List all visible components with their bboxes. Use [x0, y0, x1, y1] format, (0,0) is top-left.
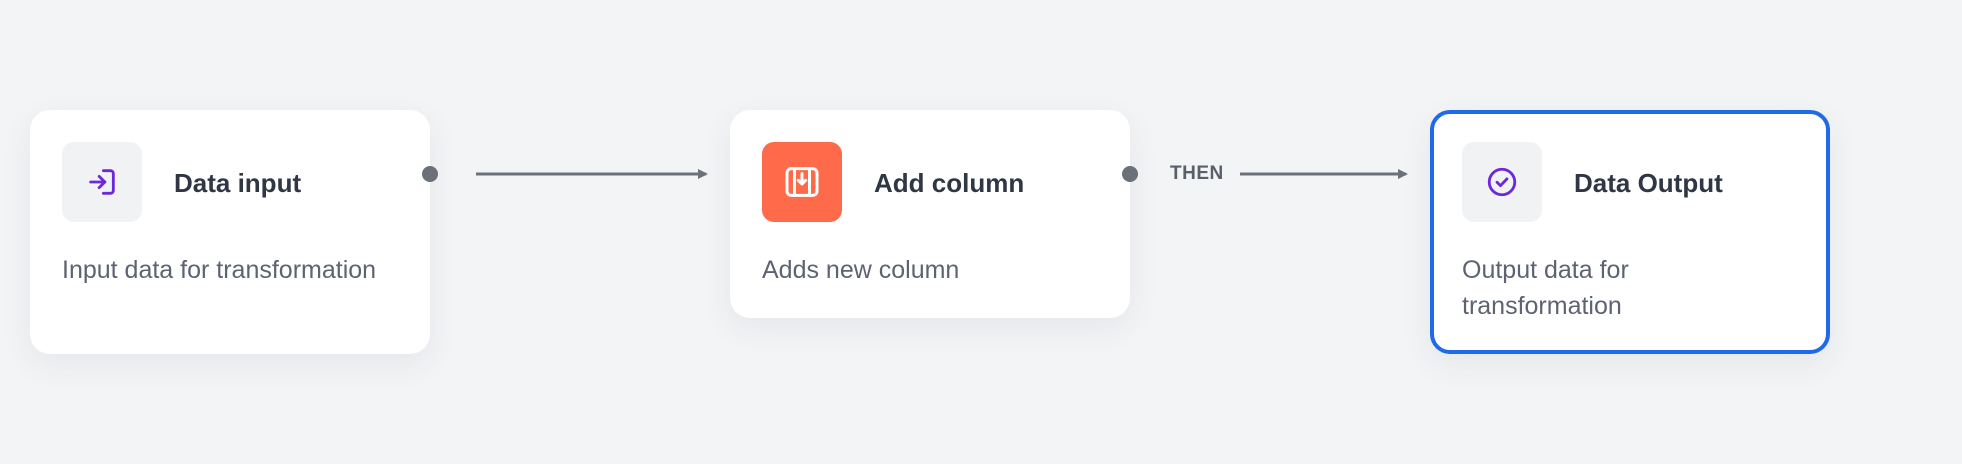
add-column-icon [785, 167, 819, 197]
check-circle-icon [1487, 167, 1517, 197]
enter-arrow-icon [89, 169, 115, 195]
node-data-output[interactable]: Data Output Output data for transformati… [1430, 110, 1830, 354]
output-port[interactable] [1122, 166, 1138, 182]
node-data-input[interactable]: Data input Input data for transformation [30, 110, 430, 354]
node-add-column[interactable]: Add column Adds new column [730, 110, 1130, 318]
node-title: Add column [874, 168, 1025, 198]
node-description: Input data for transformation [62, 256, 377, 284]
node-description: Adds new column [762, 256, 960, 284]
output-port[interactable] [422, 166, 438, 182]
node-description: Output data for transformation [1462, 256, 1629, 320]
node-icon-box [62, 142, 142, 222]
node-icon-box [1462, 142, 1542, 222]
node-icon-box [762, 142, 842, 222]
node-title: Data input [174, 168, 302, 198]
node-title: Data Output [1574, 168, 1723, 198]
edge-label: THEN [1170, 163, 1224, 184]
